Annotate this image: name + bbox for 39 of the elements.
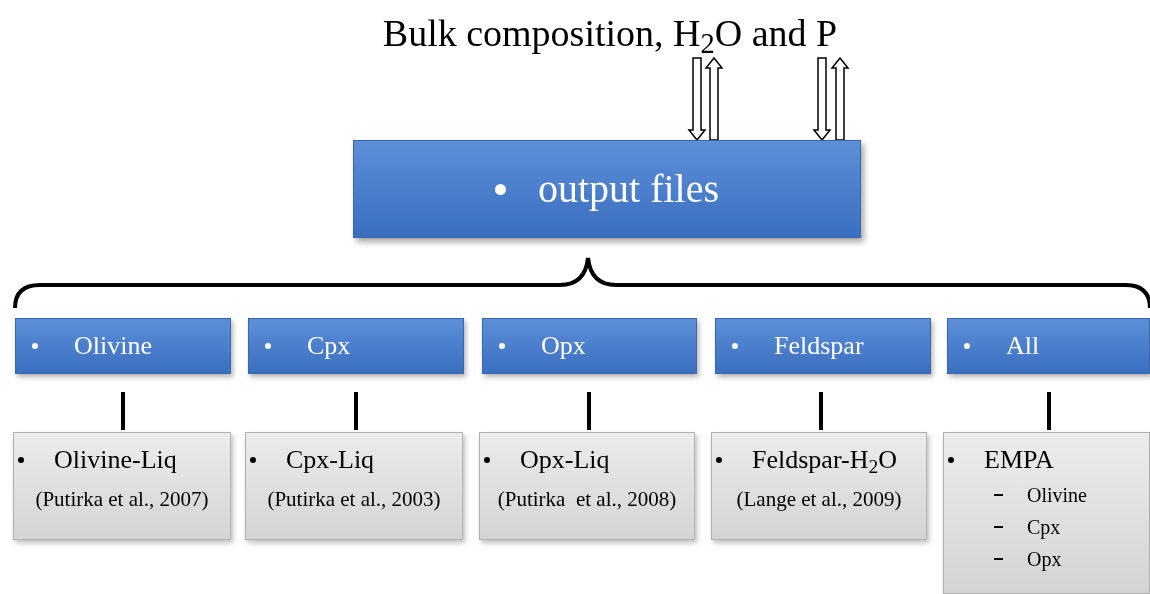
citation: (Putirka et al., 2007) — [34, 489, 210, 510]
box-label: All — [1006, 333, 1040, 359]
list-item: Cpx — [1027, 517, 1061, 537]
box-label: Cpx — [307, 333, 351, 359]
method-box — [943, 432, 1150, 594]
list-item: Opx — [1027, 549, 1062, 569]
box-label: Feldspar — [774, 333, 864, 359]
box-label: Olivine — [74, 333, 152, 359]
connector-line — [1047, 392, 1051, 430]
box-label: output files — [537, 169, 720, 209]
category-box — [248, 318, 464, 374]
method-box — [479, 432, 695, 540]
citation: (Putirka et al., 2008) — [496, 489, 678, 510]
method-name: Olivine-Liq — [54, 447, 177, 473]
box-label: Opx — [541, 333, 586, 359]
category-box — [15, 318, 231, 374]
method-name: EMPA — [984, 447, 1054, 473]
method-box — [245, 432, 463, 540]
hollow-arrow — [704, 56, 724, 141]
connector-line — [121, 392, 125, 430]
connector-line — [587, 392, 591, 430]
citation: (Putirka et al., 2003) — [266, 489, 442, 510]
hollow-arrow — [830, 56, 850, 141]
connector-line — [354, 392, 358, 430]
hollow-arrow — [687, 57, 707, 142]
heading: Bulk composition, H$_{2}$O and P — [382, 14, 838, 52]
category-box — [947, 318, 1150, 374]
hollow-arrow — [812, 57, 832, 142]
method-name: Cpx-Liq — [286, 447, 375, 473]
category-box — [715, 318, 931, 374]
method-name: Opx-Liq — [520, 447, 610, 473]
citation: (Lange et al., 2009) — [735, 489, 903, 510]
method-name: Feldspar-H$_{2}$O — [752, 447, 897, 473]
category-box — [482, 318, 697, 374]
method-box — [13, 432, 231, 540]
connector-line — [819, 392, 823, 430]
method-box — [711, 432, 927, 540]
process-box — [353, 140, 861, 238]
list-item: Olivine — [1027, 485, 1087, 505]
